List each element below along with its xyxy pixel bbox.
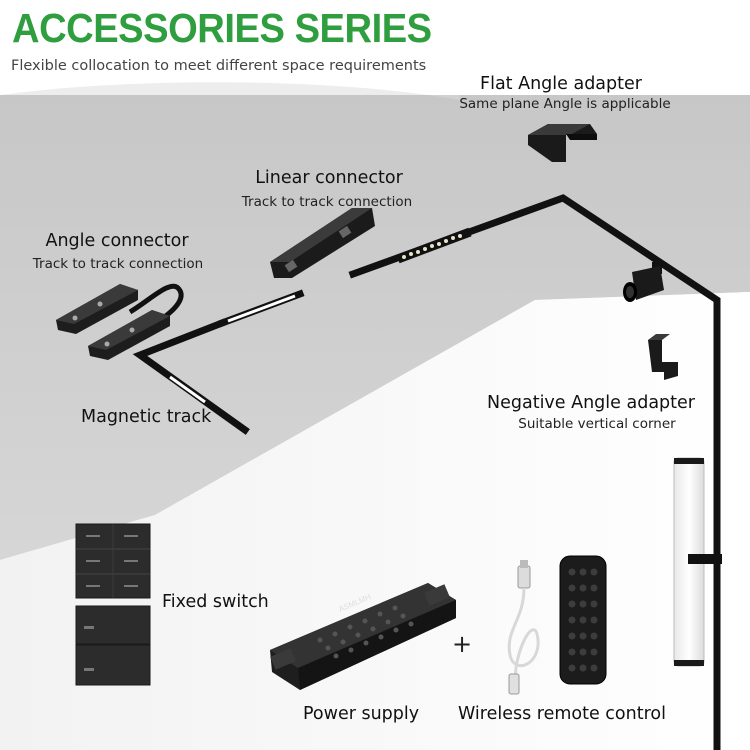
fixed-switch-label: Fixed switch bbox=[162, 592, 269, 612]
fixed-switch-panels bbox=[75, 523, 151, 686]
angle-connector-title: Angle connector bbox=[45, 231, 189, 251]
negative-angle-adapter bbox=[648, 334, 678, 380]
tube-light bbox=[673, 457, 722, 667]
power-supply: ASMLMH bbox=[270, 583, 456, 690]
spotlight bbox=[623, 262, 664, 302]
negative-angle-sub: Suitable vertical corner bbox=[518, 416, 676, 432]
remote-control-label: Wireless remote control bbox=[458, 704, 666, 724]
angle-connector bbox=[56, 283, 184, 360]
linear-connector-title: Linear connector bbox=[255, 168, 403, 188]
negative-angle-title: Negative Angle adapter bbox=[487, 393, 695, 413]
usb-cable bbox=[507, 560, 540, 695]
page-title: ACCESSORIES SERIES bbox=[12, 5, 432, 51]
linear-connector bbox=[270, 208, 375, 278]
magnetic-track-label: Magnetic track bbox=[81, 407, 212, 427]
power-supply-label: Power supply bbox=[303, 704, 420, 724]
header-band bbox=[0, 0, 750, 95]
angle-connector-sub: Track to track connection bbox=[32, 256, 204, 272]
flat-angle-title: Flat Angle adapter bbox=[480, 74, 642, 94]
remote-control bbox=[559, 555, 607, 685]
plus-sign: + bbox=[452, 630, 473, 658]
flat-angle-adapter bbox=[528, 124, 597, 162]
linear-connector-sub: Track to track connection bbox=[241, 194, 413, 210]
page-subtitle: Flexible collocation to meet different s… bbox=[11, 58, 427, 74]
track-led-segment bbox=[396, 227, 472, 264]
flat-angle-sub: Same plane Angle is applicable bbox=[459, 96, 671, 112]
